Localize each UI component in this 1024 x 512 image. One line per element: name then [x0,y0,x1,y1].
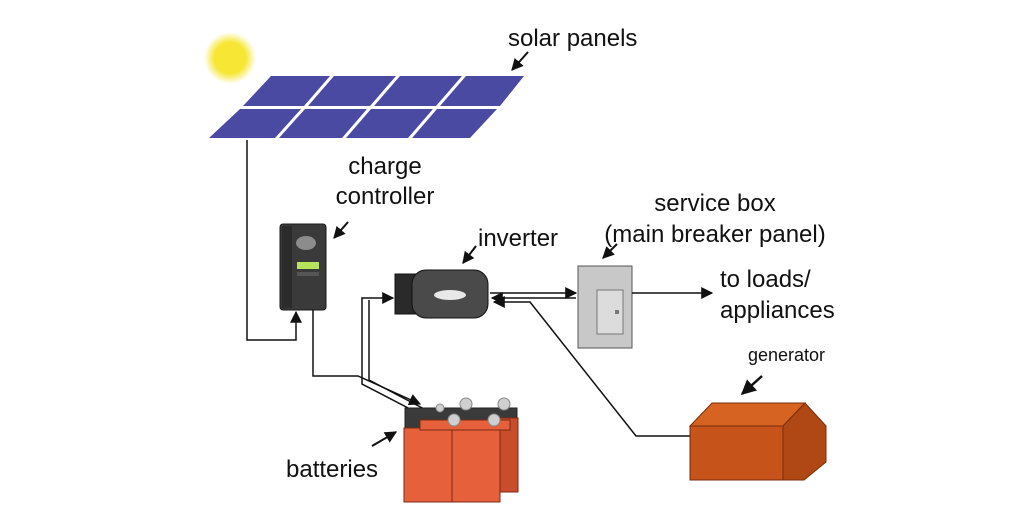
solar-cell [412,109,497,138]
wire-inverter-to-batteries [368,300,431,413]
solar-cell [209,109,301,138]
service-box-pointer [602,243,618,259]
charge-controller-pointer [333,221,349,239]
charge-controller-label-line2: controller [335,183,435,210]
battery-bank [403,397,519,503]
inverter [394,269,489,319]
solar-panel-array [205,74,528,140]
generator-pointer [740,375,763,396]
generator-label: generator [748,345,826,365]
inverter-logo [434,290,466,300]
solar-cell [308,76,396,106]
sun-core [214,42,246,74]
solar-cell [440,76,524,106]
inverter-pointer [462,245,477,264]
generator [688,402,827,481]
charge-controller [279,223,327,311]
wire-generator-to-inverter [492,296,690,437]
service-box-label-line2: (main breaker panel) [604,221,826,248]
solar-panels-pointer [511,51,529,71]
solar-cell [374,76,462,106]
solar-cell [346,109,433,138]
battery-cell [451,427,501,503]
battery-cell [403,427,453,503]
wire-controller-to-batteries [312,310,422,406]
wire-batteries-to-inverter [361,292,413,411]
loads-label-line2: appliances [720,297,835,324]
controller-display [297,262,319,269]
controller-dial [296,236,316,250]
wire-panels-to-controller [246,140,302,341]
batteries-pointer [371,431,398,447]
inverter-label: inverter [478,225,559,252]
service-box [577,265,633,349]
solar-cell [243,76,330,106]
solar-panels-label: solar panels [508,25,638,52]
loads-label-line1: to loads/ [720,266,811,293]
charge-controller-label-line1: charge [348,153,422,180]
solar-cell [279,109,367,138]
batteries-label: batteries [286,456,379,483]
service-box-label-line1: service box [654,190,776,217]
